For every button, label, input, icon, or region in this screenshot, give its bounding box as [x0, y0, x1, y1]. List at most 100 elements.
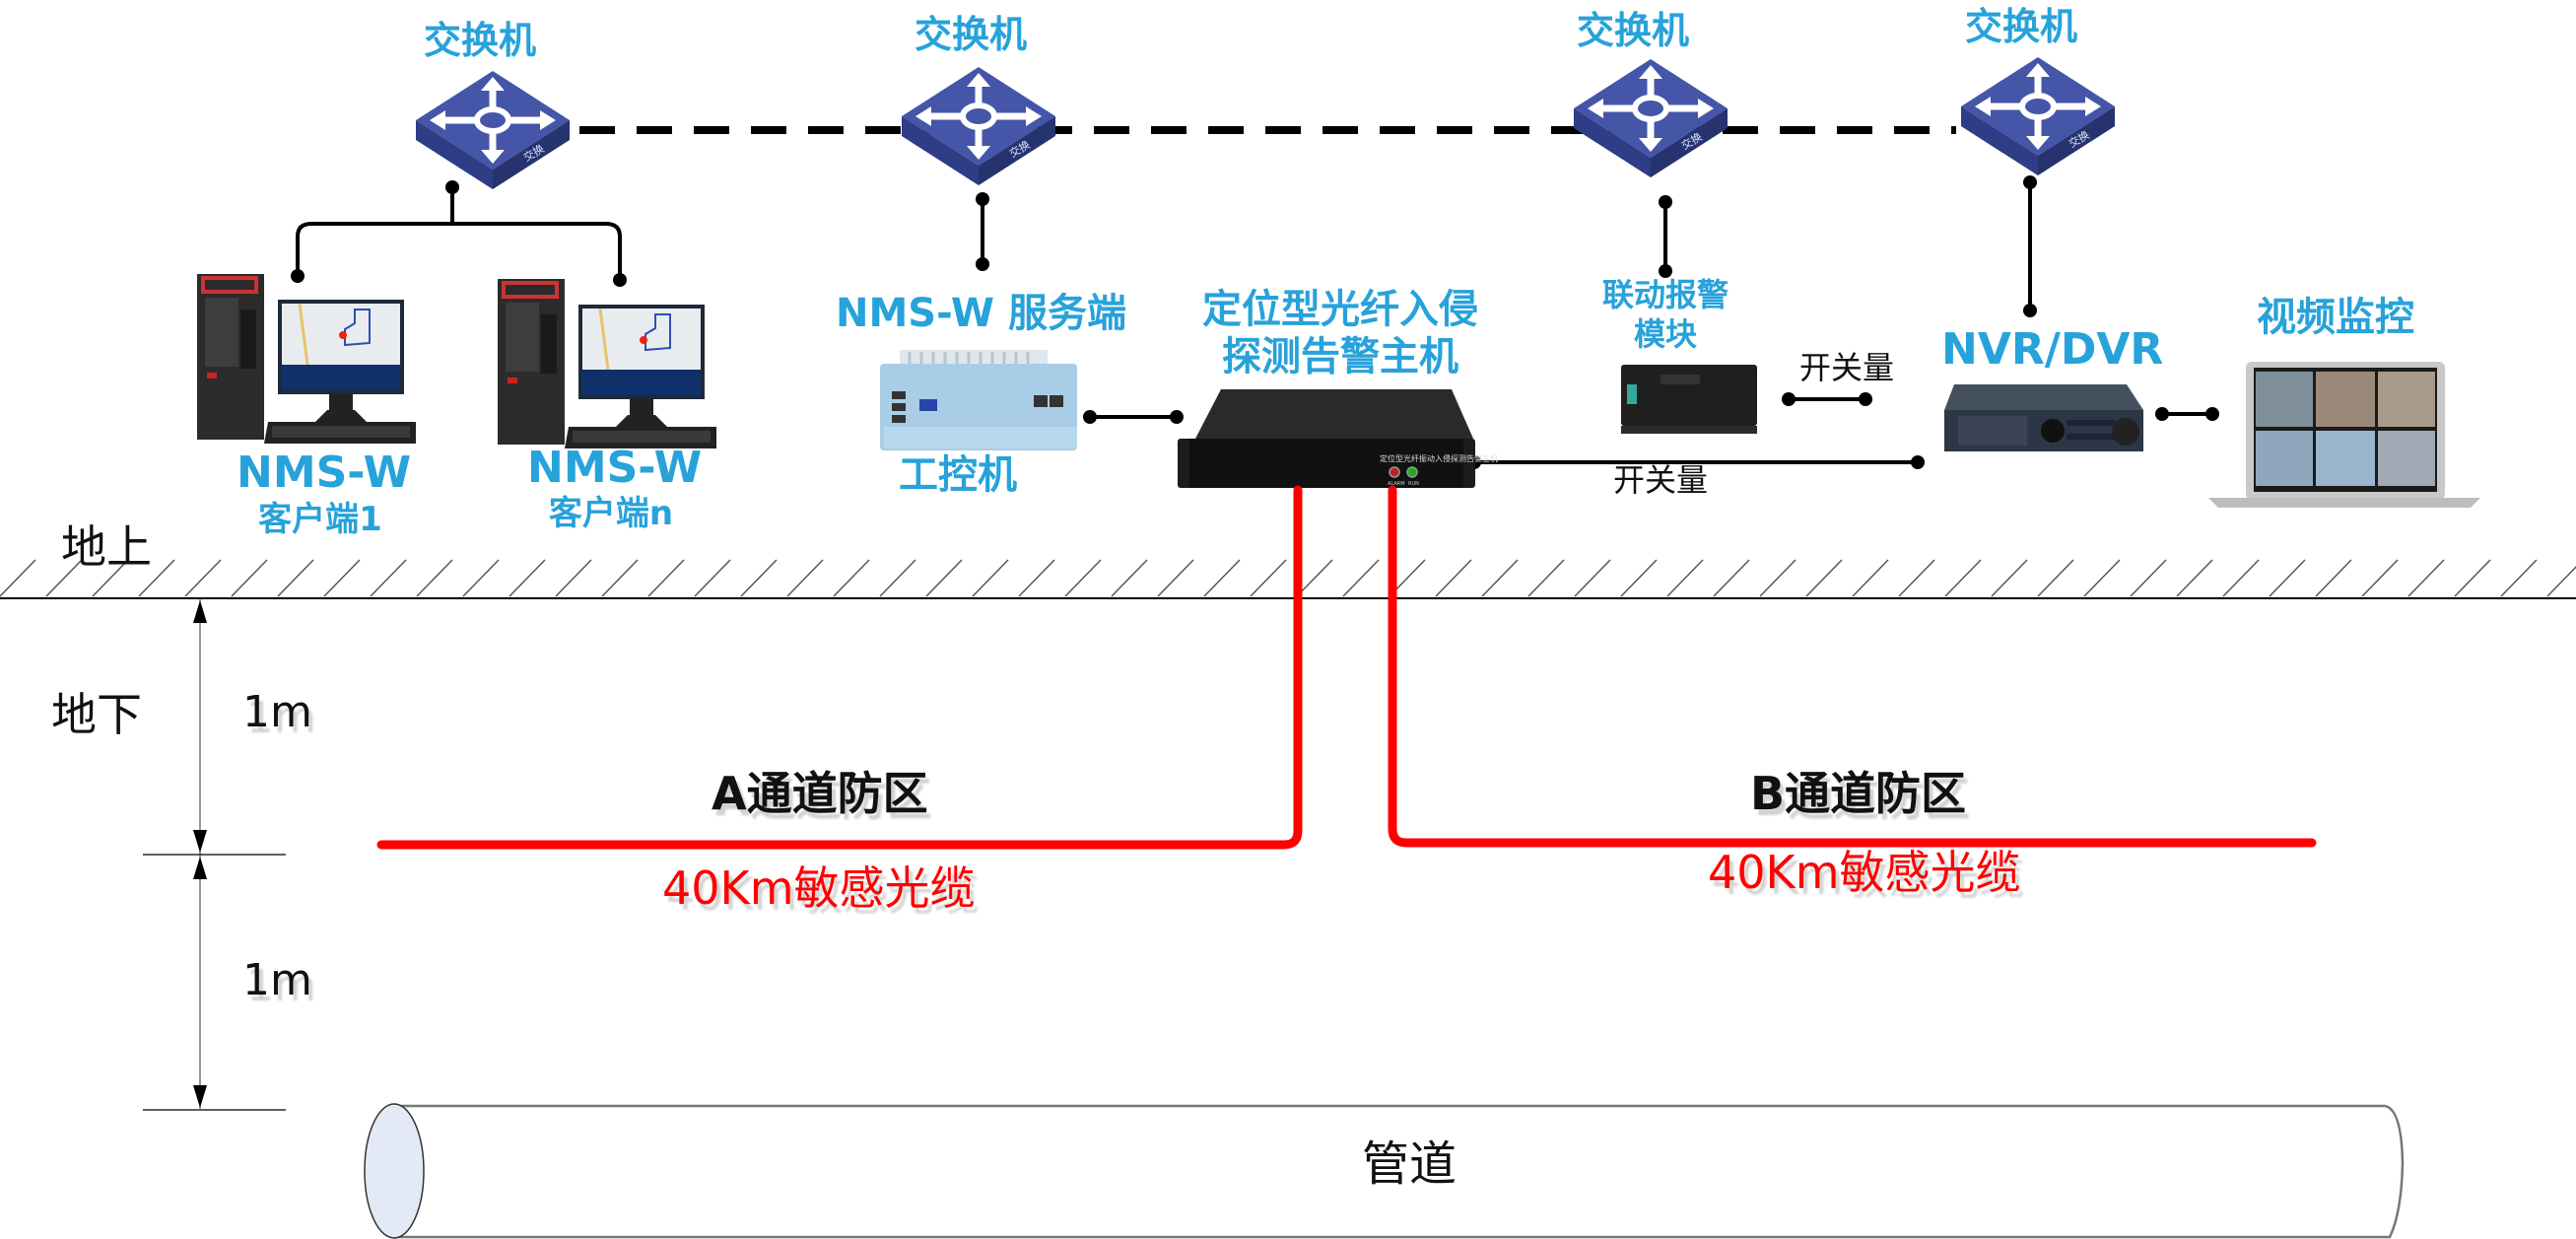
depth-dimension	[143, 598, 286, 1111]
switch-4-label: 交换机	[1965, 5, 2078, 48]
zone-b-cable: 40Km敏感光缆	[1708, 846, 2021, 899]
hatch-mark	[879, 559, 916, 597]
zone-a-cable: 40Km敏感光缆	[662, 861, 976, 915]
host-title-line1: 定位型光纤入侵	[1202, 287, 1478, 332]
hatch-mark	[2176, 559, 2213, 597]
hatch-mark	[370, 559, 407, 597]
client-n-title: NMS-W	[527, 443, 703, 493]
hatch-mark	[231, 559, 268, 597]
hatch-mark	[1111, 559, 1148, 597]
hatch-mark	[1250, 559, 1287, 597]
pipe	[364, 1103, 2405, 1239]
hatch-mark	[1527, 559, 1565, 597]
hatch-mark	[1574, 559, 1611, 597]
hatch-mark	[1064, 559, 1102, 597]
below-ground-label: 地下	[51, 688, 142, 741]
pipe-label: 管道	[1362, 1136, 1457, 1192]
cable-zone-a	[376, 485, 1303, 850]
server-subtitle: 工控机	[899, 452, 1017, 498]
client-1-title: NMS-W	[237, 447, 412, 498]
hatch-mark	[786, 559, 824, 597]
hatch-mark	[2407, 559, 2445, 597]
link-switch1-clients	[296, 187, 622, 280]
hatch-mark	[45, 559, 83, 597]
hatch-mark	[740, 559, 778, 597]
hatch-mark	[1713, 559, 1750, 597]
switch-qty-label-2: 开关量	[1613, 461, 1709, 499]
hatch-mark	[92, 559, 129, 597]
hatch-mark	[1620, 559, 1658, 597]
hatch-mark	[1944, 559, 1982, 597]
switch-3-label: 交换机	[1577, 9, 1690, 52]
hatch-mark	[555, 559, 592, 597]
hatch-mark	[2361, 559, 2399, 597]
hatch-mark	[2222, 559, 2260, 597]
hatch-mark	[2546, 566, 2576, 597]
switch-qty-label-1: 开关量	[1799, 349, 1895, 386]
ground-hatching	[0, 559, 2576, 597]
hatch-mark	[1759, 559, 1796, 597]
host-title-line2: 探测告警主机	[1222, 334, 1458, 379]
linkage-title-line2: 模块	[1633, 315, 1697, 353]
nvr-label: NVR/DVR	[1941, 324, 2164, 375]
video-label: 视频监控	[2257, 295, 2414, 340]
hatch-mark	[1342, 559, 1380, 597]
client-n-computer	[496, 277, 718, 450]
switch-1-label: 交换机	[424, 19, 537, 62]
hatch-mark	[323, 559, 361, 597]
hatch-mark	[1296, 559, 1333, 597]
zone-b-name: B通道防区	[1750, 767, 1967, 820]
hatch-mark	[647, 559, 685, 597]
hatch-mark	[1805, 559, 1843, 597]
hatch-mark	[0, 559, 36, 597]
hatch-mark	[184, 559, 222, 597]
nvr-dvr-recorder	[1944, 384, 2143, 451]
hatch-mark	[972, 559, 1009, 597]
hatch-mark	[508, 559, 546, 597]
hatch-mark	[1203, 559, 1241, 597]
hatch-mark	[1991, 559, 2028, 597]
hatch-mark	[2269, 559, 2306, 597]
hatch-mark	[833, 559, 870, 597]
hatch-mark	[2037, 559, 2074, 597]
switch-2	[902, 67, 1055, 185]
depth-label-1: 1m	[242, 687, 312, 737]
hatch-mark	[925, 559, 963, 597]
hatch-mark	[694, 559, 731, 597]
intrusion-detection-host: 定位型光纤振动入侵探测告警主机 ALARM RUN	[1178, 389, 1498, 488]
hatch-mark	[2500, 559, 2538, 597]
above-ground-label: 地上	[61, 520, 152, 574]
zone-a-name: A通道防区	[712, 767, 928, 820]
depth-label-2: 1m	[242, 955, 312, 1005]
hatch-mark	[1435, 559, 1472, 597]
video-monitoring-laptop	[2208, 362, 2480, 508]
hatch-mark	[277, 559, 314, 597]
hatch-mark	[462, 559, 500, 597]
alarm-led-label: ALARM	[1388, 481, 1405, 487]
client-n-subtitle: 客户端n	[548, 494, 674, 533]
client-1-computer	[195, 272, 418, 446]
linkage-alarm-module	[1621, 365, 1757, 434]
hatch-mark	[416, 559, 453, 597]
server-title: NMS-W 服务端	[836, 291, 1126, 336]
hatch-mark	[1481, 559, 1519, 597]
hatch-mark	[1018, 559, 1055, 597]
client-1-subtitle: 客户端1	[258, 500, 382, 539]
hatch-mark	[1157, 559, 1194, 597]
host-panel-text: 定位型光纤振动入侵探测告警主机	[1380, 453, 1498, 463]
hatch-mark	[2130, 559, 2167, 597]
hatch-mark	[1666, 559, 1704, 597]
linkage-title-line1: 联动报警	[1601, 276, 1729, 313]
hatch-mark	[2315, 559, 2352, 597]
switch-3	[1574, 59, 1728, 177]
run-led-label: RUN	[1408, 481, 1419, 487]
switch-2-label: 交换机	[915, 13, 1028, 56]
switch-1	[416, 71, 570, 189]
hatch-mark	[2454, 559, 2491, 597]
industrial-pc	[880, 350, 1077, 450]
hatch-mark	[601, 559, 639, 597]
hatch-mark	[2083, 559, 2121, 597]
switch-4	[1961, 57, 2115, 175]
hatch-mark	[1898, 559, 1935, 597]
